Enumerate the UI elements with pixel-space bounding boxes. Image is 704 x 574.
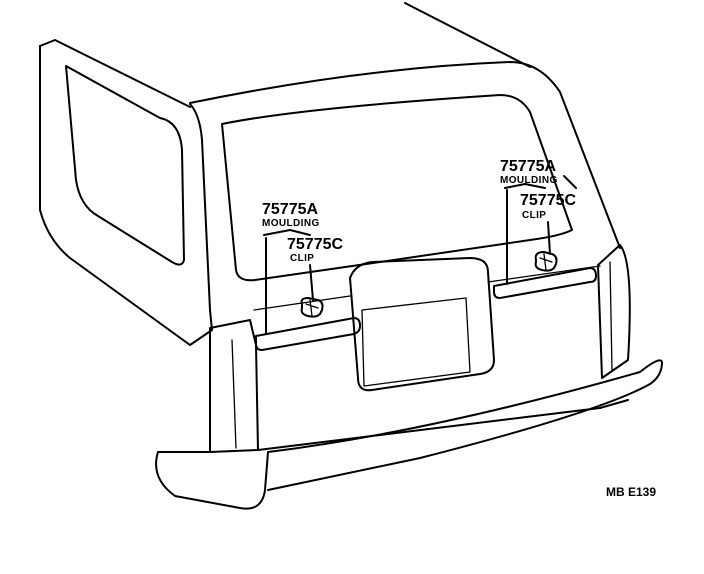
roof-edge-right (404, 2, 531, 68)
tail-lamp-right-inner (609, 261, 613, 371)
tailgate-bottom (257, 399, 629, 451)
leader-right-a (563, 175, 577, 189)
left-moulding-name: MOULDING (262, 218, 320, 229)
quarter-panel-left (39, 45, 213, 346)
tailgate-top (189, 61, 621, 249)
moulding-left (255, 317, 361, 351)
callout-left: 75775A MOULDING 75775C CLIP (262, 201, 343, 264)
tail-lamp-right (597, 244, 631, 379)
left-moulding-part-no: 75775A (262, 201, 318, 218)
rear-bumper (155, 359, 663, 510)
reference-code: MB E139 (606, 485, 656, 499)
right-clip-name: CLIP (522, 210, 546, 221)
d-pillar (189, 103, 213, 331)
moulding-right (493, 267, 597, 299)
side-window (65, 65, 185, 266)
left-moulding-assembly (255, 229, 361, 351)
vehicle-body (39, 2, 663, 510)
right-moulding-part-no: 75775A (500, 158, 556, 175)
leader-right-clip (547, 221, 551, 255)
license-plate-recess (349, 257, 495, 392)
tail-lamp-left-inner (231, 339, 237, 449)
right-moulding-name: MOULDING (500, 175, 558, 186)
right-moulding-assembly (493, 175, 597, 299)
callout-right: 75775A MOULDING 75775C CLIP (500, 158, 576, 221)
leader-left-clip (309, 264, 314, 301)
clip-right-icon (534, 251, 558, 272)
leader-left-bracket (263, 229, 311, 236)
license-plate-inner (361, 297, 471, 387)
clip-left-icon (300, 297, 324, 318)
tail-lamp-left (209, 319, 259, 453)
right-clip-part-no: 75775C (520, 192, 576, 209)
leader-right-bracket (504, 183, 546, 189)
left-clip-part-no: 75775C (287, 236, 343, 253)
left-clip-name: CLIP (290, 253, 314, 264)
roof-line (39, 39, 191, 108)
rear-window (221, 94, 573, 282)
